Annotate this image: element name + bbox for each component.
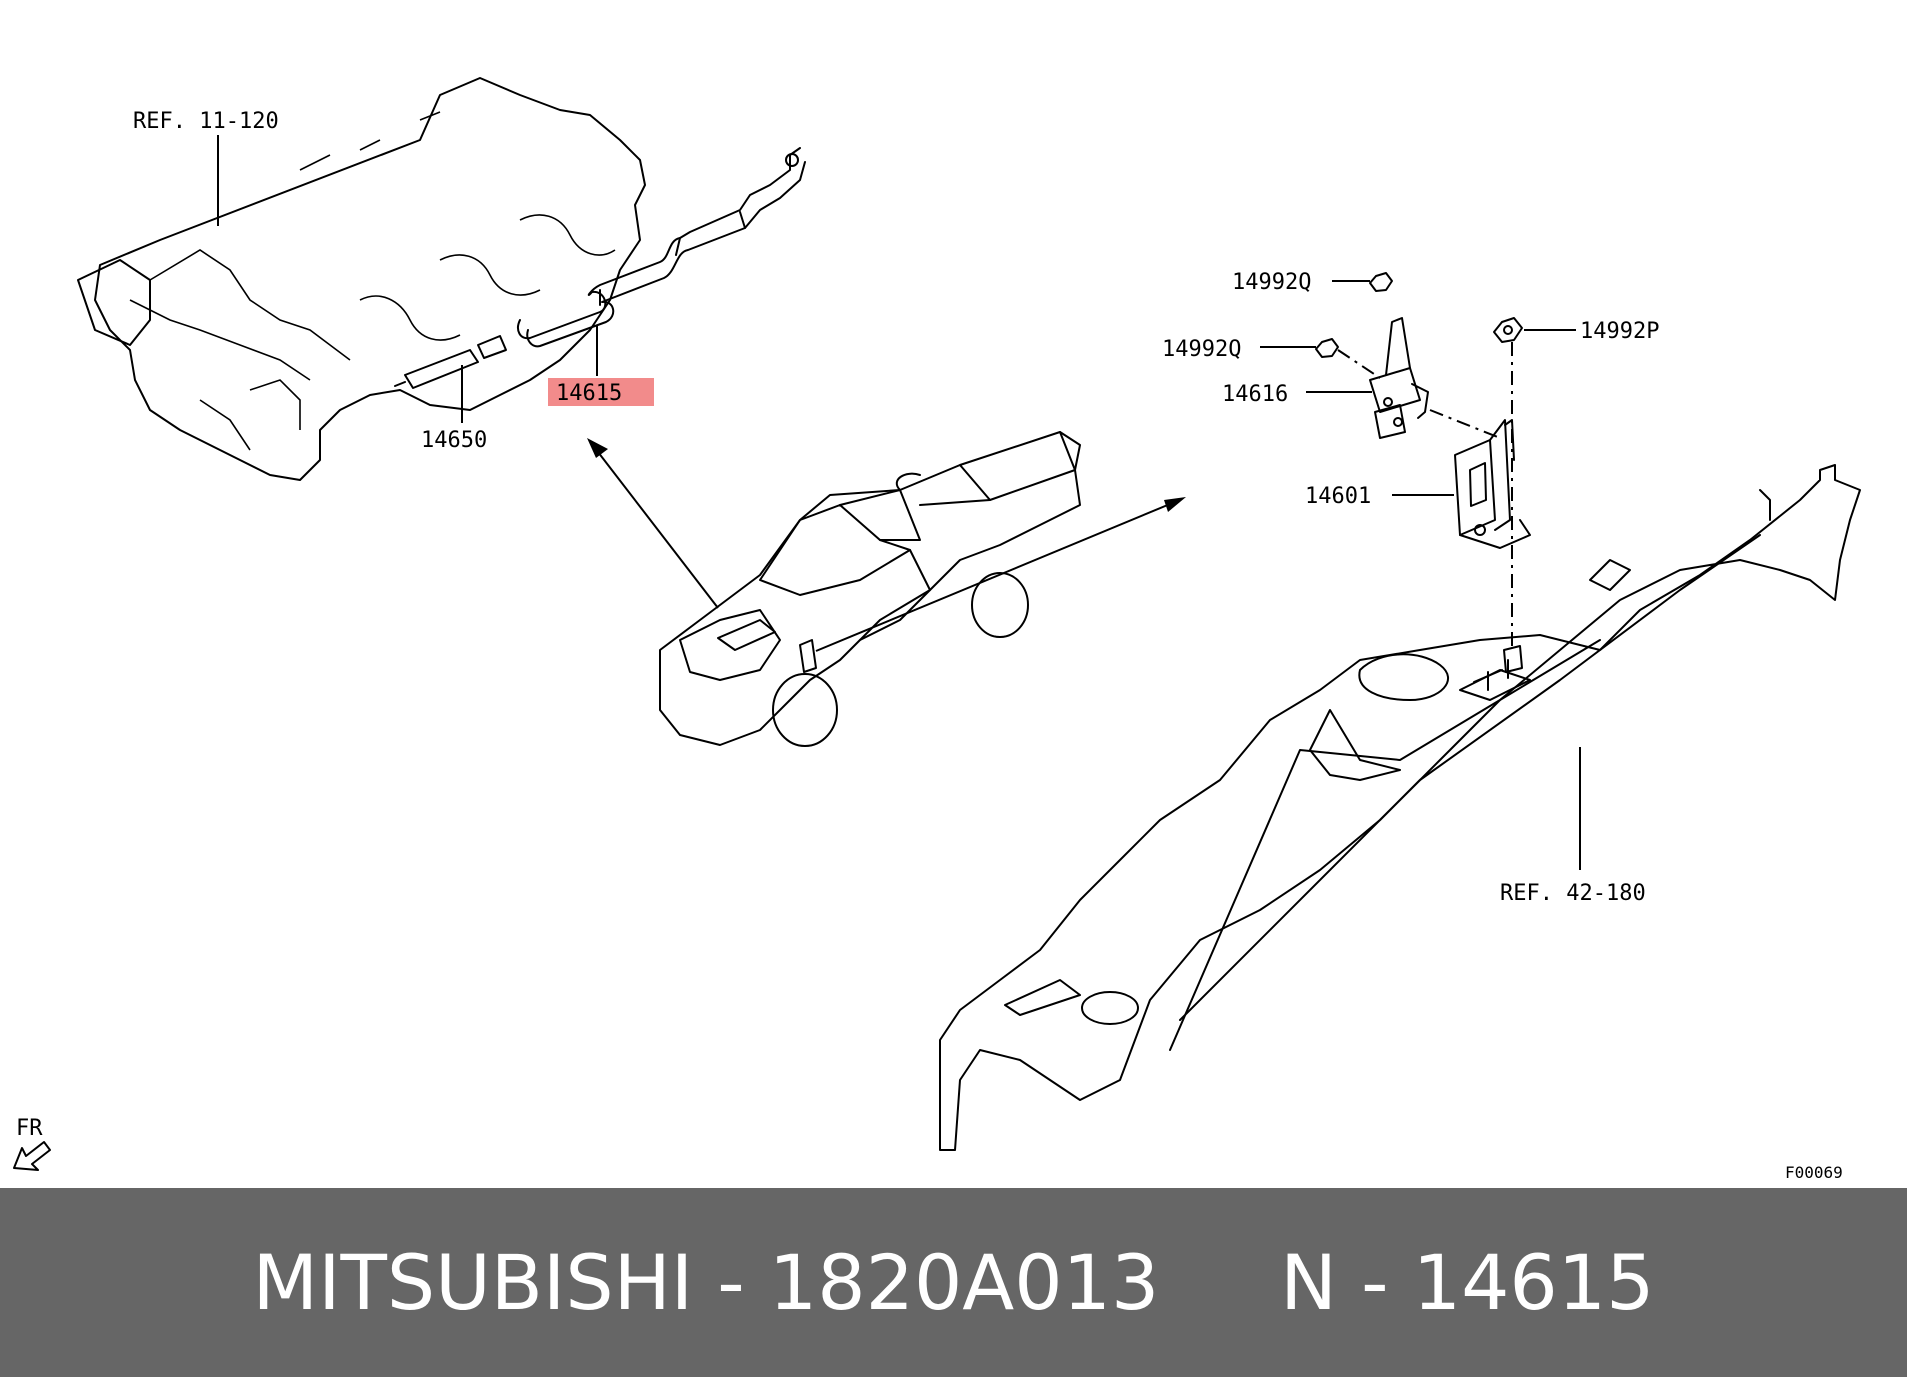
nut-14992q-top [1369,272,1393,292]
label-nut-p: 14992P [1580,319,1659,344]
glow-plug-relay [1369,317,1429,439]
label-nut-q1: 14992Q [1232,270,1311,295]
footer-part-number: MITSUBISHI - 1820A013 N - 14615 [252,1238,1655,1327]
nut-14992q-left [1315,338,1339,358]
install-line-relay [1429,409,1501,439]
harness-highlight [548,378,654,406]
glow-plug [394,335,507,389]
label-figure-id: F00069 [1785,1163,1843,1182]
label-nut-q2: 14992Q [1162,337,1241,362]
pickup-truck-illustration [659,431,1081,747]
label-bracket: 14601 [1305,484,1371,509]
glow-plug-harness [517,147,806,348]
label-front: FR [16,1116,43,1141]
footer-bar: MITSUBISHI - 1820A013 N - 14615 [0,1188,1907,1377]
front-direction-indicator: FR [13,1116,51,1171]
install-line-nut-left [1337,349,1381,379]
label-relay: 14616 [1222,382,1288,407]
relay-bracket [1454,419,1531,549]
label-glow-plug: 14650 [421,428,487,453]
body-side-member [939,464,1861,1151]
mounting-stud [1503,645,1523,673]
arrow-to-engine [587,438,719,609]
arrow-to-relay [815,497,1186,652]
engine-cylinder-head [77,77,646,481]
parts-diagram: REF. 11-120 14650 14615 [13,77,1861,1182]
label-ref-body: REF. 42-180 [1500,881,1646,906]
label-ref-engine: REF. 11-120 [133,109,279,134]
nut-14992p [1493,317,1523,343]
label-harness: 14615 [556,381,622,406]
